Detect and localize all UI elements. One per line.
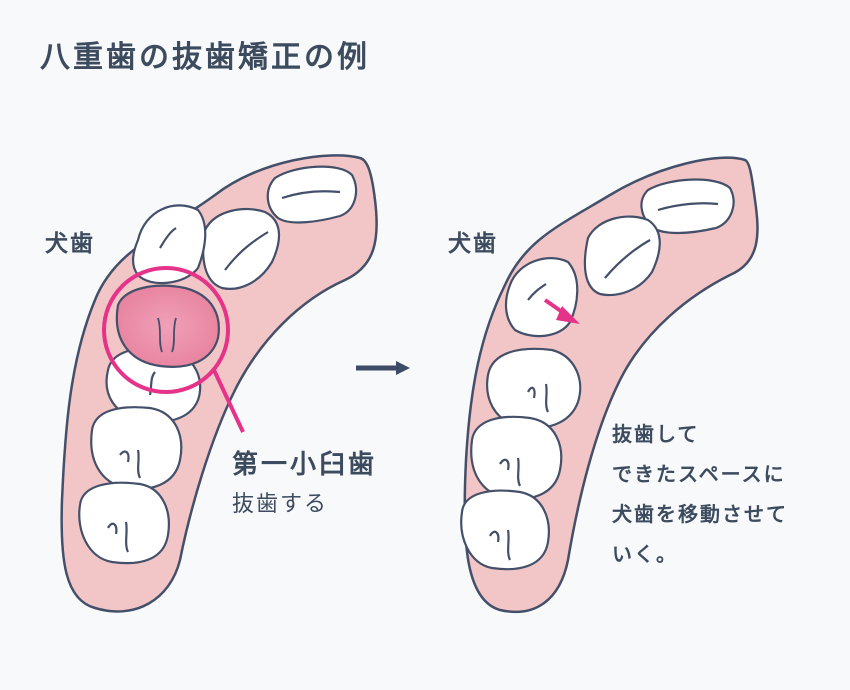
tooth-incisor-3	[78, 481, 170, 565]
teeth-after	[460, 178, 735, 571]
first-premolar-label: 第一小臼歯	[232, 450, 378, 480]
teeth-before	[78, 165, 358, 565]
transition-arrow	[356, 361, 410, 375]
after-description: 抜歯して できたスペースに 犬歯を移動させて いく。	[612, 414, 788, 574]
description-line: いく。	[612, 542, 678, 566]
highlight-circle	[102, 266, 230, 394]
description-line: 抜歯して	[612, 422, 700, 446]
tooth-premolar-2-before	[202, 208, 281, 290]
highlight-pointer-line	[211, 367, 245, 433]
page-title: 八重歯の抜歯矯正の例	[40, 40, 370, 75]
first-premolar-tooth	[115, 284, 220, 368]
tooth-molar-back	[266, 165, 358, 224]
tooth-incisor-2	[90, 406, 183, 491]
tooth-incisor-2-after	[470, 415, 563, 501]
tooth-premolar-2-after	[583, 215, 661, 297]
canine-label-before: 犬歯	[45, 231, 95, 257]
extraction-highlight	[102, 266, 245, 433]
canine-label-after: 犬歯	[448, 231, 498, 257]
tooth-incisor-3-after	[460, 489, 550, 571]
tooth-molar-back-after	[640, 178, 735, 235]
extraction-label: 抜歯する	[232, 492, 329, 517]
canine-movement-arrow	[543, 298, 580, 324]
tooth-canine-before	[132, 204, 207, 285]
description-line: できたスペースに	[612, 462, 786, 486]
description-line: 犬歯を移動させて	[612, 502, 788, 526]
